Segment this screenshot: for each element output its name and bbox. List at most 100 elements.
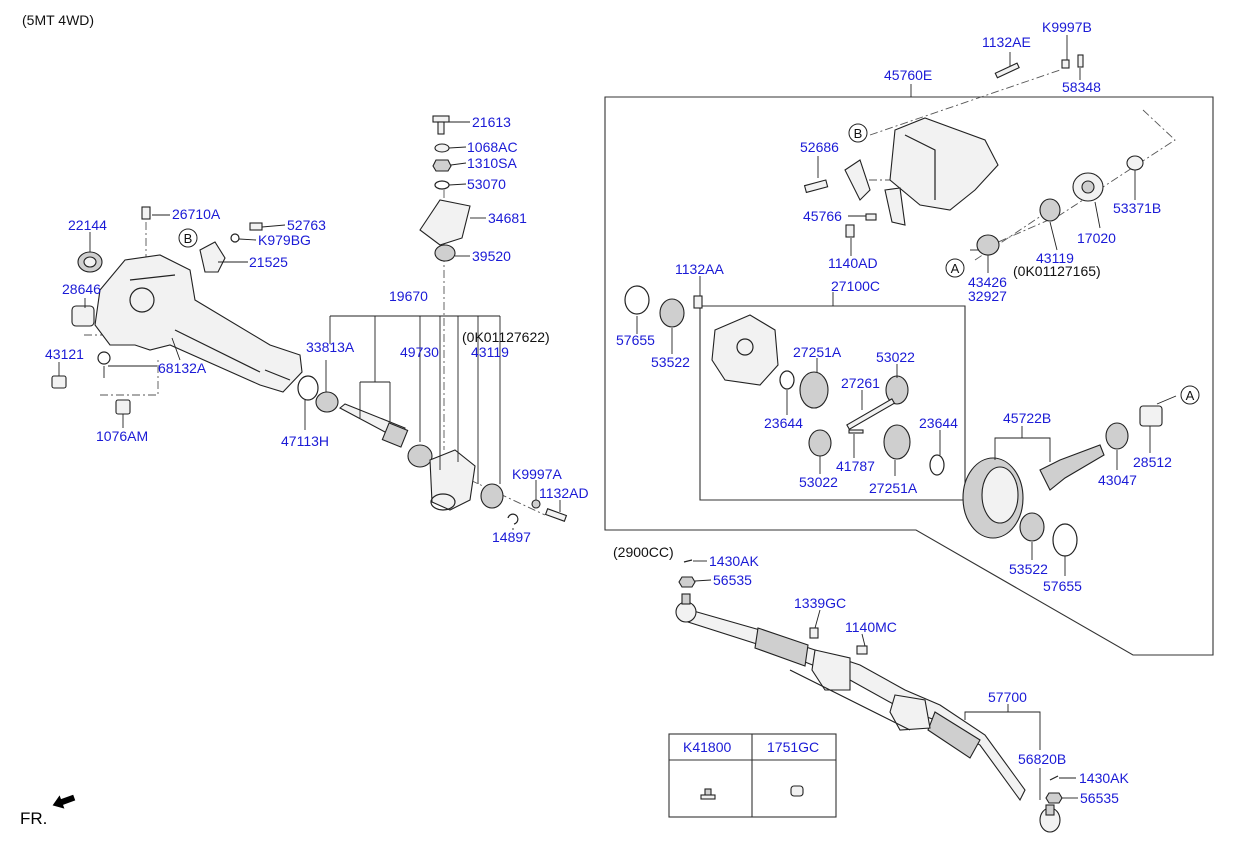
part-label-52763[interactable]: 52763: [287, 217, 326, 233]
part-label-56535-bottom[interactable]: 56535: [1080, 790, 1119, 806]
callout-b-right: B: [848, 123, 868, 143]
svg-text:B: B: [184, 231, 193, 246]
bolt-1140mc-icon: [856, 645, 868, 655]
part-label-1140ad[interactable]: 1140AD: [828, 255, 878, 271]
table-header-1751gc[interactable]: 1751GC: [767, 739, 819, 755]
bearing-49730-icon: [407, 444, 433, 468]
pinion-gear-icon: [1039, 444, 1105, 491]
part-label-58348[interactable]: 58348: [1062, 79, 1101, 95]
center-lines: [84, 69, 1176, 516]
part-label-k979bg[interactable]: K979BG: [258, 232, 311, 248]
mount-39520-icon: [434, 244, 456, 262]
part-label-32927[interactable]: 32927: [968, 288, 1007, 304]
part-label-68132a[interactable]: 68132A: [158, 360, 207, 376]
part-label-21525[interactable]: 21525: [249, 254, 288, 270]
grommet-icon: [790, 785, 804, 797]
part-label-43047[interactable]: 43047: [1098, 472, 1137, 488]
part-label-56535-top[interactable]: 56535: [713, 572, 752, 588]
front-arrow-icon: [52, 794, 76, 809]
part-label-1132aa[interactable]: 1132AA: [675, 261, 724, 277]
part-label-56820b[interactable]: 56820B: [1018, 751, 1066, 767]
part-label-1339gc[interactable]: 1339GC: [794, 595, 846, 611]
part-label-28646[interactable]: 28646: [62, 281, 101, 297]
part-label-43121[interactable]: 43121: [45, 346, 84, 362]
part-label-45722b[interactable]: 45722B: [1003, 410, 1051, 426]
bolt-21613-icon: [432, 115, 450, 135]
part-label-17020[interactable]: 17020: [1077, 230, 1116, 246]
part-label-52686[interactable]: 52686: [800, 139, 839, 155]
part-label-21613[interactable]: 21613: [472, 114, 511, 130]
table-header-k41800[interactable]: K41800: [683, 739, 731, 755]
part-label-53371b[interactable]: 53371B: [1113, 200, 1161, 216]
part-label-28512[interactable]: 28512: [1133, 454, 1172, 470]
part-label-1140mc[interactable]: 1140MC: [845, 619, 897, 635]
bolt-1132aa-icon: [693, 295, 703, 309]
part-label-53070[interactable]: 53070: [467, 176, 506, 192]
part-label-53522b[interactable]: 53522: [1009, 561, 1048, 577]
svg-text:A: A: [951, 261, 960, 276]
part-label-1430ak-top[interactable]: 1430AK: [709, 553, 759, 569]
part-label-1132ad[interactable]: 1132AD: [539, 485, 589, 501]
part-label-1132ae[interactable]: 1132AE: [982, 34, 1031, 50]
front-direction-indicator: FR.: [20, 794, 76, 828]
flange-17020-icon: [1072, 172, 1104, 202]
part-label-k9997a[interactable]: K9997A: [512, 466, 562, 482]
part-label-45760e[interactable]: 45760E: [884, 67, 932, 83]
part-label-27100c[interactable]: 27100C: [831, 278, 880, 294]
part-label-23644b[interactable]: 23644: [919, 415, 958, 431]
part-label-19670[interactable]: 19670: [389, 288, 428, 304]
ring-47113h-icon: [297, 375, 319, 401]
part-label-53022b[interactable]: 53022: [799, 474, 838, 490]
part-label-47113h[interactable]: 47113H: [281, 433, 329, 449]
part-label-27251a-top[interactable]: 27251A: [793, 344, 842, 360]
callout-a-right: A: [1180, 385, 1200, 405]
washer-k979bg-icon: [230, 233, 240, 243]
spacer-28512-icon: [1139, 405, 1163, 427]
seal-57655a-icon: [624, 285, 650, 315]
part-label-22144[interactable]: 22144: [68, 217, 107, 233]
ring-gear-icon: [962, 457, 1024, 539]
part-label-1076am[interactable]: 1076AM: [96, 428, 148, 444]
part-label-1068ac[interactable]: 1068AC: [467, 139, 518, 155]
part-label-1310sa[interactable]: 1310SA: [467, 155, 517, 171]
part-label-k9997b[interactable]: K9997B: [1042, 19, 1092, 35]
nut-56535a-icon: [678, 576, 696, 588]
part-label-39520[interactable]: 39520: [472, 248, 511, 264]
part-label-57655b[interactable]: 57655: [1043, 578, 1082, 594]
bolt-1132ad-icon: [544, 508, 568, 522]
serial-note-2: (0K01127165): [1013, 263, 1101, 279]
bearing-53522b-icon: [1019, 512, 1045, 542]
part-label-43119a[interactable]: 43119: [471, 344, 509, 360]
part-label-23644a[interactable]: 23644: [764, 415, 803, 431]
washer-23644b-icon: [929, 454, 945, 476]
part-label-27261[interactable]: 27261: [841, 375, 880, 391]
seal-33813a-icon: [315, 391, 339, 413]
axle-housing: [94, 254, 303, 393]
part-label-34681[interactable]: 34681: [488, 210, 527, 226]
part-label-27251a-bottom[interactable]: 27251A: [869, 480, 918, 496]
part-label-43119b[interactable]: 43119: [1036, 250, 1074, 266]
part-label-57655a[interactable]: 57655: [616, 332, 655, 348]
part-label-41787[interactable]: 41787: [836, 458, 875, 474]
part-label-57700[interactable]: 57700: [988, 689, 1027, 705]
part-label-53022a[interactable]: 53022: [876, 349, 915, 365]
part-label-33813a[interactable]: 33813A: [306, 339, 355, 355]
part-label-53522a[interactable]: 53522: [651, 354, 690, 370]
part-label-45766[interactable]: 45766: [803, 208, 842, 224]
part-label-26710a[interactable]: 26710A: [172, 206, 221, 222]
part-label-1430ak-bottom[interactable]: 1430AK: [1079, 770, 1129, 786]
part-label-14897[interactable]: 14897: [492, 529, 531, 545]
seal-57655b-icon: [1052, 523, 1078, 557]
plug-1076am-icon: [115, 399, 131, 415]
clip-14897-icon: [507, 513, 519, 525]
part-label-49730[interactable]: 49730: [400, 344, 439, 360]
bolt-45766-icon: [865, 213, 877, 221]
part-label-43426[interactable]: 43426: [968, 274, 1007, 290]
tie-rod-end-left-icon: [675, 593, 697, 623]
breather-26710a-icon: [141, 206, 151, 220]
washer-icon: [97, 351, 111, 365]
leader-lines: [58, 35, 1177, 800]
bolt-1140ad-icon: [845, 224, 855, 238]
svg-text:B: B: [854, 126, 863, 141]
